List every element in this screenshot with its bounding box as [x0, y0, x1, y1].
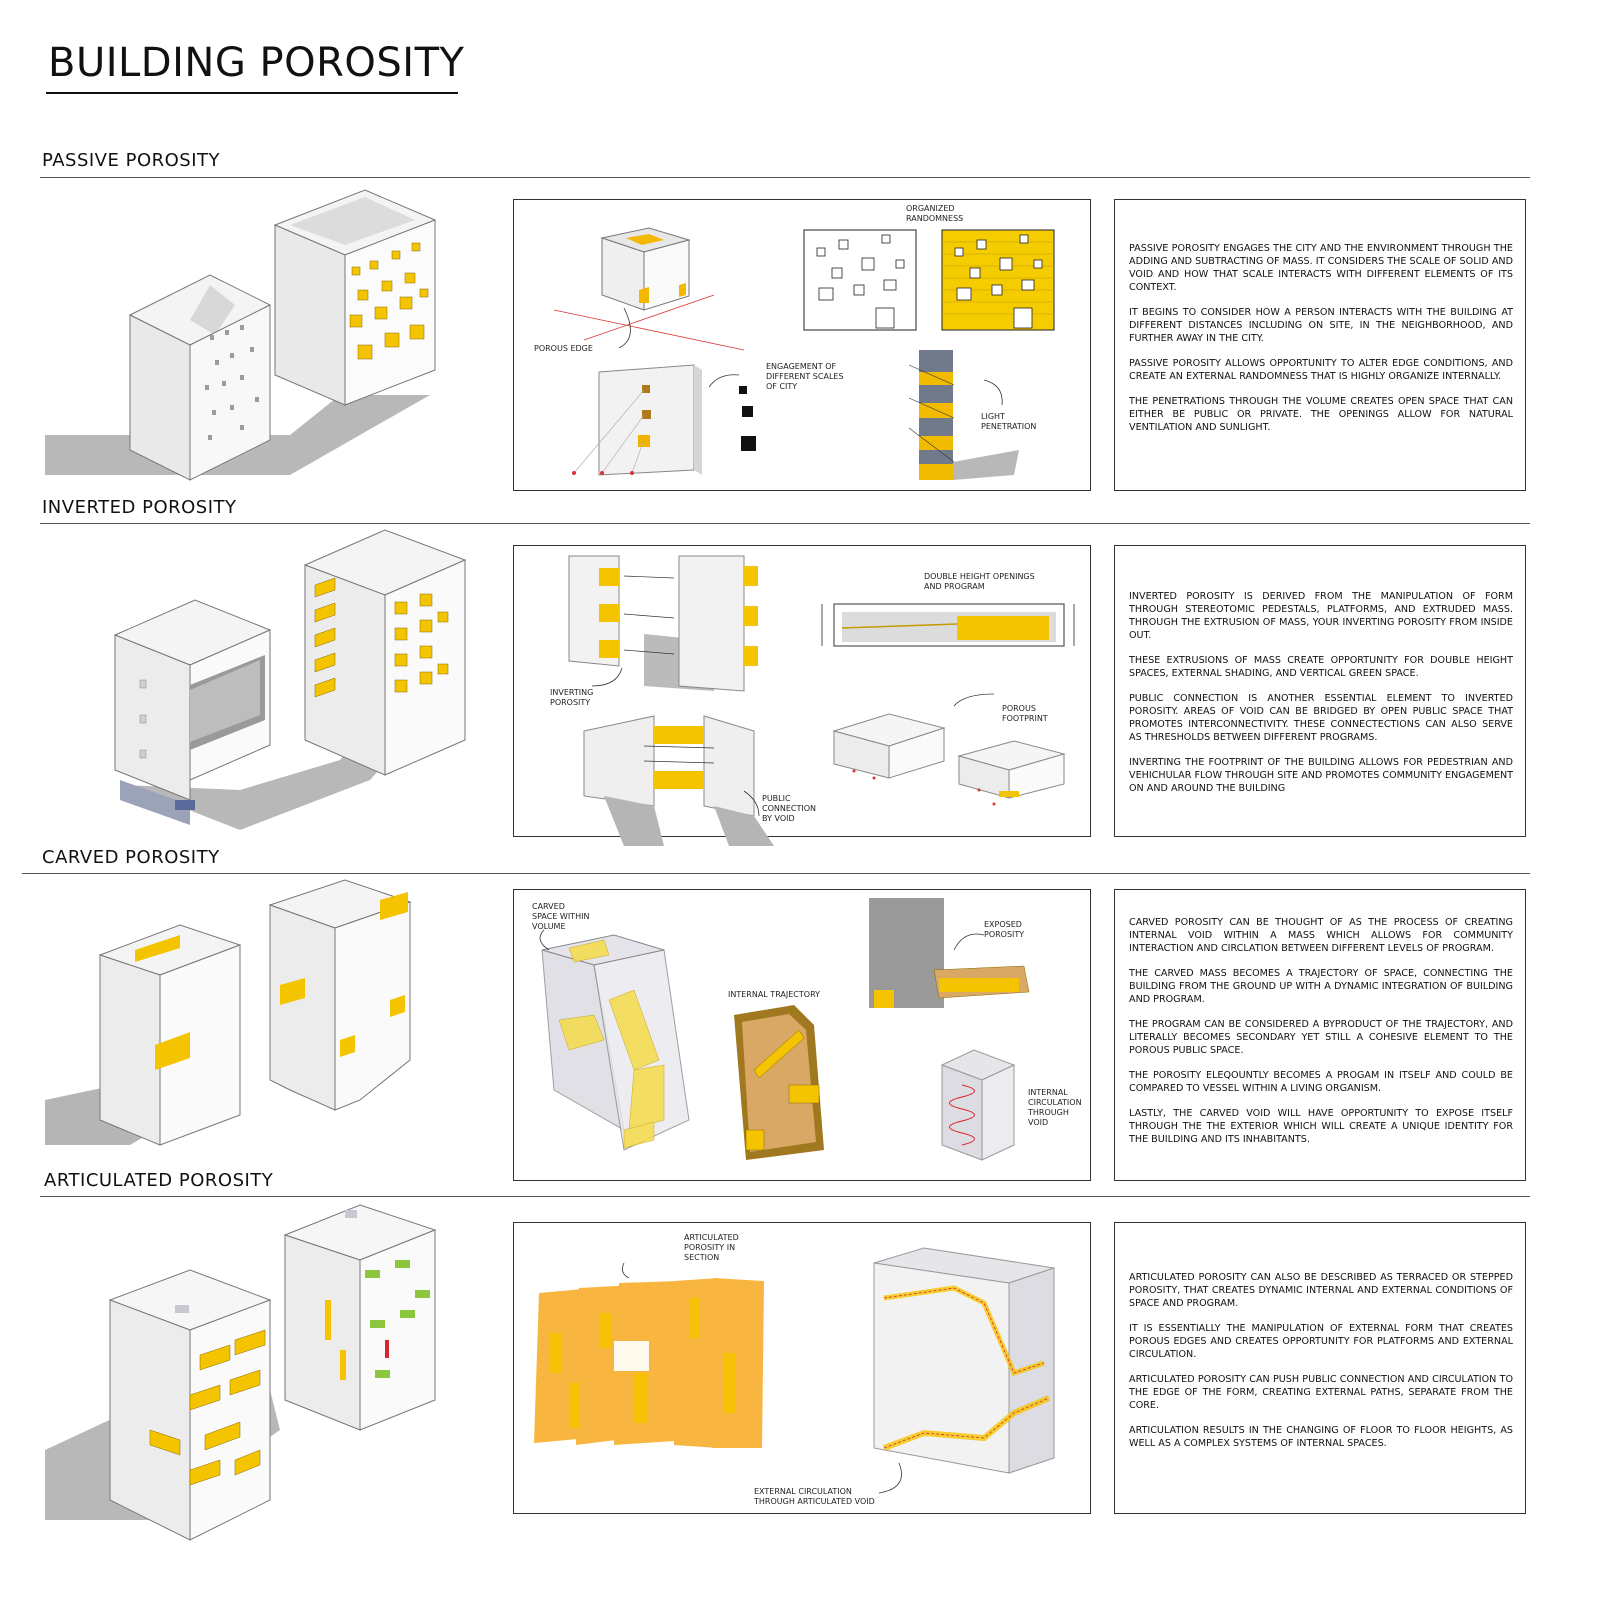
label-inverting-porosity: INVERTING POROSITY — [550, 688, 594, 707]
carved-text-panel: CARVED POROSITY CAN BE THOUGHT OF AS THE… — [1114, 889, 1526, 1181]
articulated-diagram-panel: ARTICULATED POROSITY IN SECTION EXTERNAL… — [513, 1222, 1091, 1514]
carved-diagram-panel: CARVED SPACE WITHIN VOLUME EXPOSED POROS… — [513, 889, 1091, 1181]
page-title: BUILDING POROSITY — [48, 40, 465, 86]
inverted-paragraph: INVERTING THE FOOTPRINT OF THE BUILDING … — [1129, 757, 1513, 794]
label-public-connection: PUBLIC CONNECTION BY VOID — [762, 794, 817, 823]
label-external-circulation: EXTERNAL CIRCULATION THROUGH ARTICULATED… — [754, 1487, 875, 1506]
articulated-diagrams — [534, 1247, 1055, 1494]
carved-diagrams — [539, 898, 1044, 1161]
articulated-text-panel: ARTICULATED POROSITY CAN ALSO BE DESCRIB… — [1114, 1222, 1526, 1514]
inverted-massing-illustration — [113, 529, 467, 830]
articulated-massing-illustration — [45, 1204, 437, 1541]
articulated-description: ARTICULATED POROSITY CAN ALSO BE DESCRIB… — [1129, 1271, 1513, 1462]
inverted-paragraph: PUBLIC CONNECTION IS ANOTHER ESSENTIAL E… — [1129, 693, 1513, 743]
carved-paragraph: THE PROGRAM CAN BE CONSIDERED A BYPRODUC… — [1129, 1019, 1513, 1056]
inverted-paragraph: THESE EXTRUSIONS OF MASS CREATE OPPORTUN… — [1129, 655, 1513, 679]
carved-paragraph: LASTLY, THE CARVED VOID WILL HAVE OPPORT… — [1129, 1108, 1513, 1145]
passive-diagrams — [553, 227, 1055, 480]
inverted-paragraph: INVERTED POROSITY IS DERIVED FROM THE MA… — [1129, 591, 1513, 641]
inverted-diagram-panel: DOUBLE HEIGHT OPENINGS AND PROGRAM INVER… — [513, 545, 1091, 846]
carved-massing-illustration — [45, 879, 412, 1146]
label-double-height: DOUBLE HEIGHT OPENINGS AND PROGRAM — [924, 572, 1035, 591]
label-porous-footprint: POROUS FOOTPRINT — [1002, 704, 1048, 723]
passive-paragraph: IT BEGINS TO CONSIDER HOW A PERSON INTER… — [1129, 307, 1513, 344]
carved-description: CARVED POROSITY CAN BE THOUGHT OF AS THE… — [1129, 916, 1513, 1158]
section-rule-carved — [22, 873, 1530, 874]
carved-paragraph: THE CARVED MASS BECOMES A TRAJECTORY OF … — [1129, 968, 1513, 1005]
label-articulated-section: ARTICULATED POROSITY IN SECTION — [684, 1233, 739, 1262]
section-rule-articulated — [40, 1196, 1530, 1197]
articulated-paragraph: IT IS ESSENTIALLY THE MANIPULATION OF EX… — [1129, 1323, 1513, 1360]
label-engagement-scales: ENGAGEMENT OF DIFFERENT SCALES OF CITY — [766, 362, 844, 391]
passive-paragraph: PASSIVE POROSITY ENGAGES THE CITY AND TH… — [1129, 243, 1513, 293]
passive-paragraph: THE PENETRATIONS THROUGH THE VOLUME CREA… — [1129, 396, 1513, 433]
passive-description: PASSIVE POROSITY ENGAGES THE CITY AND TH… — [1129, 242, 1513, 446]
section-rule-passive — [40, 177, 1530, 178]
label-exposed-porosity: EXPOSED POROSITY — [984, 920, 1025, 939]
articulated-paragraph: ARTICULATION RESULTS IN THE CHANGING OF … — [1129, 1425, 1513, 1449]
inverted-description: INVERTED POROSITY IS DERIVED FROM THE MA… — [1129, 590, 1513, 807]
label-carved-space: CARVED SPACE WITHIN VOLUME — [532, 902, 590, 931]
passive-massing-illustration — [45, 189, 437, 481]
section-heading-passive: PASSIVE POROSITY — [42, 150, 221, 171]
articulated-paragraph: ARTICULATED POROSITY CAN ALSO BE DESCRIB… — [1129, 1272, 1513, 1309]
section-heading-inverted: INVERTED POROSITY — [42, 497, 237, 518]
passive-paragraph: PASSIVE POROSITY ALLOWS OPPORTUNITY TO A… — [1129, 358, 1513, 382]
label-organized-randomness: ORGANIZED RANDOMNESS — [906, 204, 964, 223]
label-porous-edge: POROUS EDGE — [534, 344, 593, 353]
carved-paragraph: THE POROSITY ELEQOUNTLY BECOMES A PROGAM… — [1129, 1070, 1513, 1094]
label-light-penetration: LIGHT PENETRATION — [981, 412, 1037, 431]
label-internal-trajectory: INTERNAL TRAJECTORY — [728, 990, 821, 999]
inverted-diagrams — [568, 555, 1075, 846]
section-heading-carved: CARVED POROSITY — [42, 847, 220, 868]
section-rule-inverted — [40, 523, 1530, 524]
passive-text-panel: PASSIVE POROSITY ENGAGES THE CITY AND TH… — [1114, 199, 1526, 491]
inverted-text-panel: INVERTED POROSITY IS DERIVED FROM THE MA… — [1114, 545, 1526, 837]
label-internal-circulation: INTERNAL CIRCULATION THROUGH VOID — [1028, 1088, 1082, 1127]
carved-paragraph: CARVED POROSITY CAN BE THOUGHT OF AS THE… — [1129, 917, 1513, 954]
title-underline — [46, 92, 458, 94]
articulated-paragraph: ARTICULATED POROSITY CAN PUSH PUBLIC CON… — [1129, 1374, 1513, 1411]
passive-diagram-panel: ORGANIZED RANDOMNESS POROUS EDGE ENGAGEM… — [513, 199, 1091, 491]
section-heading-articulated: ARTICULATED POROSITY — [44, 1170, 274, 1191]
